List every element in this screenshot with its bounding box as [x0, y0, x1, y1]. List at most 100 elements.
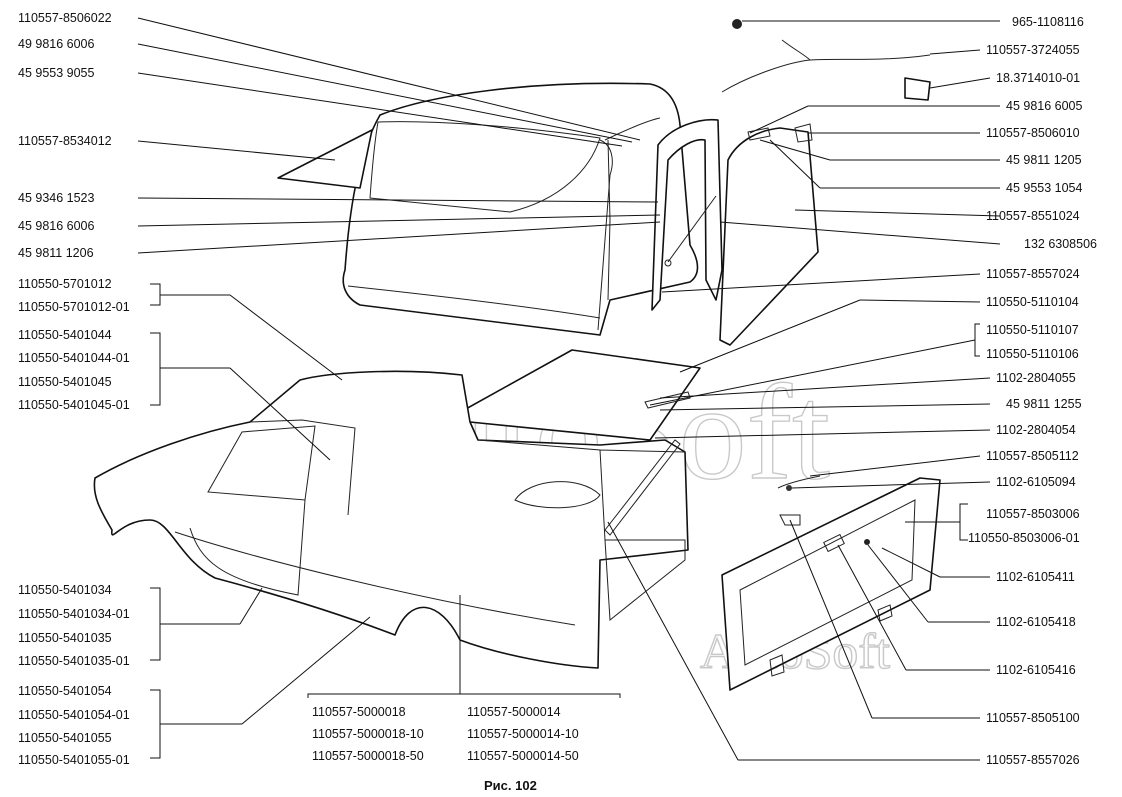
leader-l-9811-1206	[137, 221, 661, 254]
label-5401045: 110550-5401045	[18, 375, 112, 389]
leader-r-6105094	[791, 481, 991, 489]
label-8503006: 110557-8503006	[986, 507, 1080, 521]
leader-l-5401054-b	[241, 616, 371, 725]
label-45-9816-6006: 45 9816 6006	[18, 219, 95, 233]
leader-r-5110104-b	[859, 299, 981, 303]
label-5110104: 110550-5110104	[986, 295, 1079, 309]
label-45-9816-6005: 45 9816 6005	[1006, 99, 1083, 113]
label-132-6308506: 132 6308506	[1024, 237, 1097, 251]
canopy-side-edge	[597, 139, 613, 331]
wiring-harness	[721, 39, 931, 93]
labels-bottom: 110557-5000018 110557-5000018-10 110557-…	[312, 705, 579, 793]
label-5401044: 110550-5401044	[18, 328, 112, 342]
strut-mount	[664, 259, 672, 267]
tailgate-handle	[823, 533, 845, 553]
leader-l-9816-6006-top	[137, 43, 633, 143]
tailgate-hinge	[769, 604, 893, 677]
leader-r-9816-6005-a	[749, 105, 809, 134]
label-5000018-50: 110557-5000018-50	[312, 749, 424, 763]
label-5000018-10: 110557-5000018-10	[312, 727, 424, 741]
canopy-window-outline	[369, 121, 601, 213]
label-5110107: 110550-5110107	[986, 323, 1079, 337]
door-line	[189, 499, 306, 596]
label-5401044-01: 110550-5401044-01	[18, 351, 130, 365]
labels-right: 965-1108116 110557-3724055 18.3714010-01…	[968, 15, 1097, 767]
label-8503006-01: 110550-8503006-01	[968, 531, 1080, 545]
label-5000018: 110557-5000018	[312, 705, 406, 719]
tailgate-side	[604, 539, 686, 621]
leader-r-9811-1205-a	[759, 139, 831, 161]
leader-l-5701012-b	[229, 294, 343, 381]
label-5401035: 110550-5401035	[18, 631, 112, 645]
label-5401054-01: 110550-5401054-01	[18, 708, 130, 722]
label-3724055: 110557-3724055	[986, 43, 1080, 57]
label-5401045-01: 110550-5401045-01	[18, 398, 130, 412]
label-5401055-01: 110550-5401055-01	[18, 753, 130, 767]
right-rear-door-frame	[719, 127, 819, 346]
bracket-5401034	[150, 587, 161, 661]
body-outline	[93, 370, 689, 669]
leader-l-9346-1523	[137, 197, 659, 203]
label-5110106: 110550-5110106	[986, 347, 1079, 361]
leader-l-5401034-b	[239, 587, 263, 625]
label-965-1108116: 965-1108116	[1012, 15, 1084, 29]
leader-r-6105416-a	[837, 544, 907, 671]
label-5401034: 110550-5401034	[18, 583, 112, 597]
bracket-8503006	[959, 503, 968, 541]
leader-r-6308506	[719, 221, 1001, 245]
leader-l-9816-6006	[137, 214, 661, 227]
leader-r-8505112	[809, 455, 981, 477]
bracket-5401054	[150, 689, 161, 759]
leader-r-5110107	[649, 339, 976, 406]
tailgate-bolt	[864, 539, 870, 545]
cab-window	[207, 425, 316, 501]
hardtop-canopy	[342, 82, 699, 336]
leader-r-3714010	[929, 77, 991, 89]
label-8505112: 110557-8505112	[986, 449, 1079, 463]
lock-part	[786, 485, 792, 491]
label-45-9553-1054: 45 9553 1054	[1006, 181, 1083, 195]
label-8505100: 110557-8505100	[986, 711, 1080, 725]
hinge-bracket	[747, 123, 813, 143]
leader-r-9553-1054-a	[769, 139, 821, 189]
label-5401035-01: 110550-5401035-01	[18, 654, 130, 668]
label-8557026: 110557-8557026	[986, 753, 1080, 767]
leader-r-3724055	[929, 49, 981, 55]
latch-bracket	[779, 514, 801, 526]
lock-cable	[777, 475, 821, 489]
floor-hinge	[644, 391, 691, 409]
leader-r-6105411-a	[881, 547, 941, 578]
figure-caption: Рис. 102	[484, 778, 537, 793]
label-2804054: 1102-2804054	[996, 423, 1076, 437]
tailgate	[721, 475, 941, 691]
label-8506022: 110557-8506022	[18, 11, 112, 25]
label-6105418: 1102-6105418	[996, 615, 1076, 629]
bed-rail	[604, 439, 681, 536]
bracket-5701012	[150, 283, 161, 306]
label-8551024: 110557-8551024	[986, 209, 1080, 223]
leader-r-8557024	[661, 273, 981, 293]
truck-body	[93, 370, 689, 669]
grommet-part	[732, 19, 742, 29]
label-6105411: 1102-6105411	[996, 570, 1075, 584]
label-5000014-10: 110557-5000014-10	[467, 727, 579, 741]
label-45-9346-1523: 45 9346 1523	[18, 191, 95, 205]
bracket-5000018	[307, 693, 621, 698]
labels-left: 110557-8506022 49 9816 6006 45 9553 9055…	[18, 11, 130, 767]
leader-r-2804054	[654, 429, 991, 439]
label-45-9811-1255: 45 9811 1255	[1006, 397, 1082, 411]
bracket-5401044	[150, 332, 161, 406]
label-45-9811-1205: 45 9811 1205	[1006, 153, 1082, 167]
leader-r-8505100-a	[789, 519, 873, 719]
wheel-well-inner	[514, 481, 601, 509]
label-6105094: 1102-6105094	[996, 475, 1076, 489]
label-45-9553-9055: 45 9553 9055	[18, 66, 95, 80]
label-18-3714010-01: 18.3714010-01	[996, 71, 1080, 85]
label-5401054: 110550-5401054	[18, 684, 112, 698]
leader-r-8551024	[794, 209, 1001, 217]
label-8557024: 110557-8557024	[986, 267, 1080, 281]
label-5000014-50: 110557-5000014-50	[467, 749, 579, 763]
label-45-9811-1206: 45 9811 1206	[18, 246, 94, 260]
left-rear-door-frame	[651, 118, 723, 311]
